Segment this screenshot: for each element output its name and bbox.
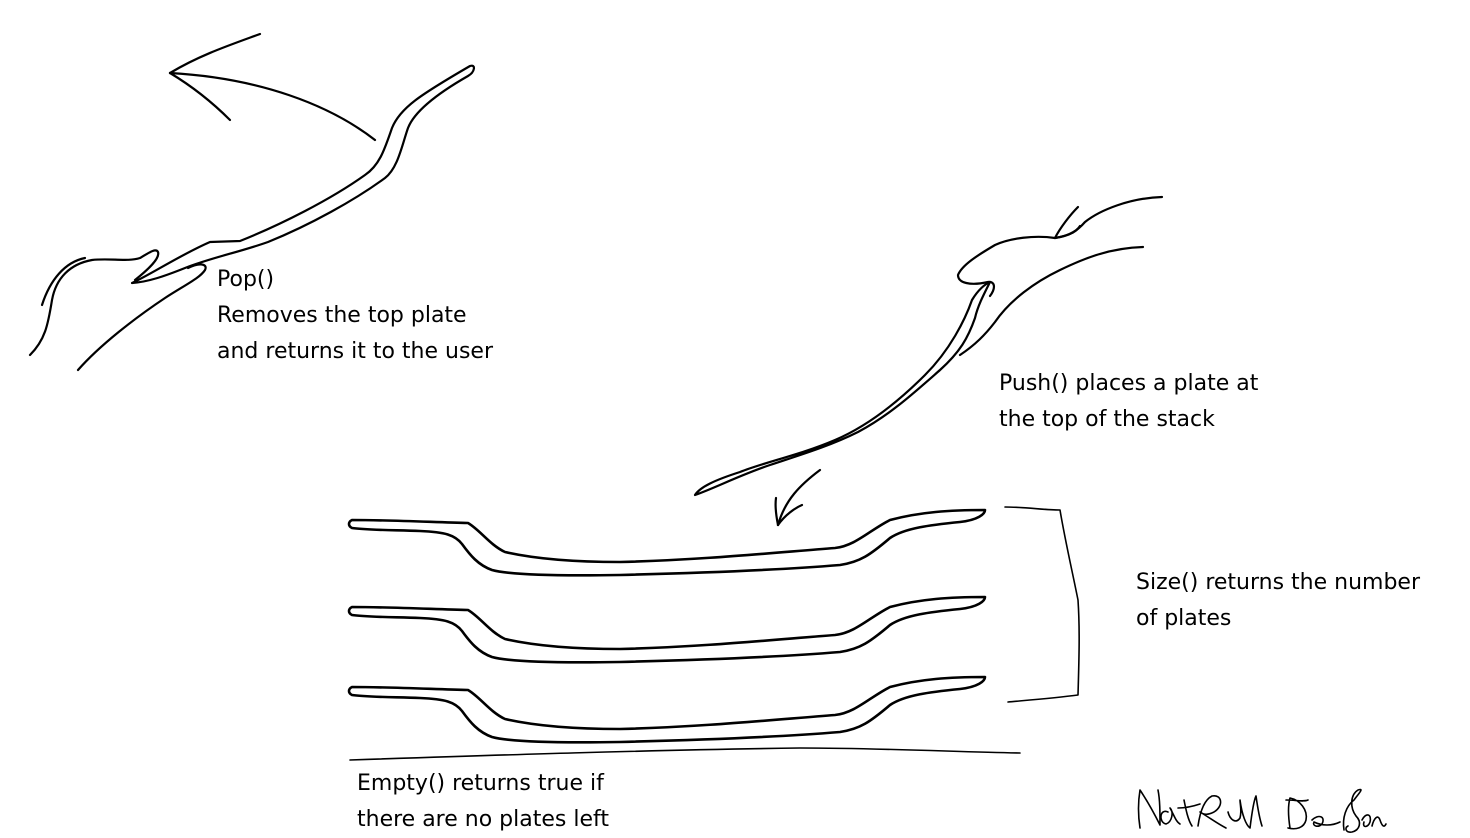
table-surface-line [350,748,1020,760]
push-line-1: Push() places a plate at [999,366,1258,402]
push-description: Push() places a plate at the top of the … [999,366,1258,438]
plate-middle [349,597,985,662]
pop-line-2: and returns it to the user [217,334,493,370]
push-plate-icon [695,282,990,495]
size-line-1: Size() returns the number [1136,565,1420,601]
pop-line-1: Removes the top plate [217,298,493,334]
empty-description: Empty() returns true if there are no pla… [357,766,609,838]
push-line-2: the top of the stack [999,402,1258,438]
empty-line-2: there are no plates left [357,802,609,838]
pop-title: Pop() [217,262,493,298]
size-description: Size() returns the number of plates [1136,565,1420,637]
signature-graphic [1139,789,1387,832]
pop-hand-icon [30,250,206,370]
plate-top [349,510,985,575]
empty-line-1: Empty() returns true if [357,766,609,802]
plate-stack [349,510,1020,760]
push-hand-icon [958,197,1162,355]
plate-bottom [349,677,985,742]
pop-arrow-icon [170,34,375,140]
size-bracket-icon [1005,507,1079,702]
push-arrow-icon [776,470,820,525]
pop-plate-icon [132,66,474,283]
pop-description: Pop() Removes the top plate and returns … [217,262,493,370]
size-line-2: of plates [1136,601,1420,637]
